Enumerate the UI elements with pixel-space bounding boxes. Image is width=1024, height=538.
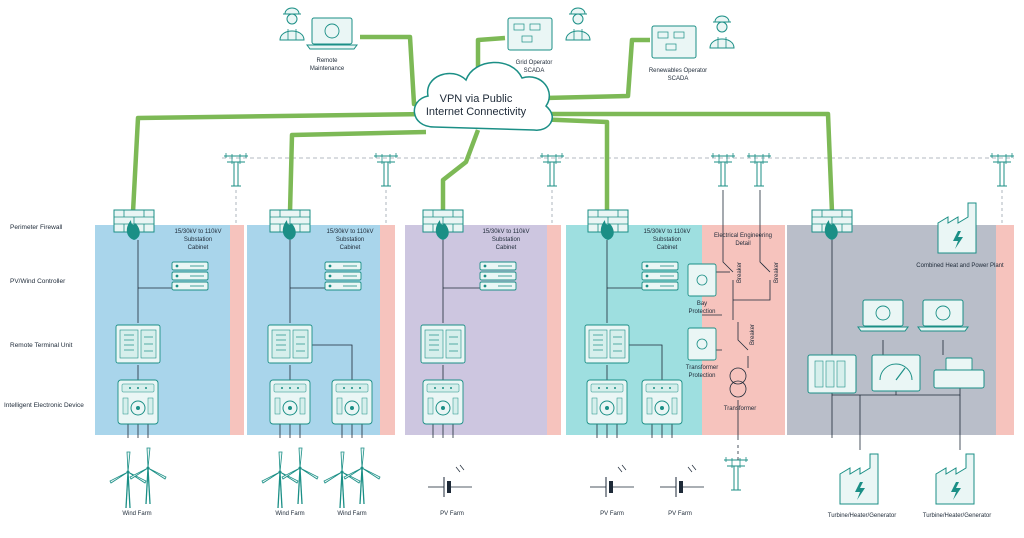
site-label-wind: Wind Farm <box>275 511 304 517</box>
site-label-pv: PV Farm <box>668 511 692 517</box>
bay-label-line2: Protection <box>688 309 715 315</box>
site-label-wind: Wind Farm <box>337 511 366 517</box>
remote-label-line2: Maintenance <box>310 66 345 72</box>
site-label-turbine: Turbine/Heater/Generator <box>923 513 991 519</box>
transformer-protection-relay-icon <box>687 327 717 361</box>
chp-label: Combined Heat and Power Plant <box>916 263 1004 269</box>
transformer-prot-label-line1: Transformer <box>686 365 718 371</box>
ied-icon <box>586 379 628 425</box>
site-label-pv: PV Farm <box>440 511 464 517</box>
server-icon <box>171 261 209 291</box>
grid-op-label-line1: Grid Operator <box>516 60 553 66</box>
generator-plant-icon <box>935 453 975 505</box>
cabinet-label-line1: 15/30kV to 110kV <box>327 229 374 235</box>
grid-op-label-line2: SCADA <box>524 68 545 74</box>
cabinet-label-line1: 15/30kV to 110kV <box>175 229 222 235</box>
scada-screen-icon <box>651 25 697 59</box>
renew-op-label-line1: Renewables Operator <box>649 68 707 74</box>
wind-turbine-icon <box>281 447 319 505</box>
pv-cell-icon <box>427 464 473 498</box>
single-line-diagram <box>702 190 771 460</box>
server-icon <box>324 261 362 291</box>
engineer-icon <box>279 7 305 41</box>
detail-label-line1: Electrical Engineering <box>714 233 772 239</box>
rtu-icon <box>420 324 466 364</box>
cabinet-label-line2: Substation <box>184 237 212 243</box>
rtu-icon <box>115 324 161 364</box>
cabinet-label-line2: Substation <box>336 237 364 243</box>
breaker-label: Breaker <box>737 262 743 283</box>
renew-op-label-line2: SCADA <box>668 76 689 82</box>
gauge-panel-icon <box>871 354 921 392</box>
site-label-turbine: Turbine/Heater/Generator <box>828 513 896 519</box>
scada-screen-icon <box>507 17 553 51</box>
ied-icon <box>269 379 311 425</box>
rtu-icon <box>584 324 630 364</box>
cabinet-label-line3: Cabinet <box>188 245 209 251</box>
laptop-icon <box>857 299 909 332</box>
cloud-label-line1: VPN via Public <box>440 93 513 105</box>
ied-icon <box>422 379 464 425</box>
site-label-wind: Wind Farm <box>122 511 151 517</box>
row-label-controller: PV/Wind Controller <box>10 278 66 285</box>
cabinet-label-line1: 15/30kV to 110kV <box>644 229 691 235</box>
panel-chp-strip <box>996 225 1014 435</box>
panel-wind-2-strip <box>380 225 395 435</box>
cabinet-label-line2: Substation <box>653 237 681 243</box>
engineer-icon <box>709 15 735 49</box>
generator-plant-icon <box>839 453 879 505</box>
engineer-icon <box>565 7 591 41</box>
cabinet-label-line3: Cabinet <box>657 245 678 251</box>
network-switch-icon <box>933 369 985 389</box>
wind-turbine-icon <box>261 451 299 509</box>
row-label-rtu: Remote Terminal Unit <box>10 342 73 349</box>
cabinet-label-line2: Substation <box>492 237 520 243</box>
wind-turbine-icon <box>323 451 361 509</box>
server-icon <box>641 261 679 291</box>
laptop-icon <box>306 17 358 50</box>
cloud-label-line2: Internet Connectivity <box>426 106 527 118</box>
ied-icon <box>331 379 373 425</box>
site-label-pv: PV Farm <box>600 511 624 517</box>
bay-protection-relay-icon <box>687 263 717 297</box>
bay-label-line1: Bay <box>697 301 707 307</box>
detail-label-line2: Detail <box>735 241 750 247</box>
cloud-icon <box>413 61 553 131</box>
transformer-icon <box>729 380 747 398</box>
cabinet-label-line3: Cabinet <box>496 245 517 251</box>
rtu-icon <box>267 324 313 364</box>
pylon-icon <box>723 456 749 491</box>
row-label-firewall: Perimeter Firewall <box>10 224 63 231</box>
cabinet-label-line1: 15/30kV to 110kV <box>483 229 530 235</box>
pv-cell-icon <box>659 464 705 498</box>
pv-cell-icon <box>589 464 635 498</box>
server-icon <box>479 261 517 291</box>
wind-turbine-icon <box>109 451 147 509</box>
ied-icon <box>117 379 159 425</box>
chp-plant-icon <box>937 202 977 254</box>
wind-turbine-icon <box>343 447 381 505</box>
transformer-prot-label-line2: Protection <box>688 373 715 379</box>
cabinet-label-line3: Cabinet <box>340 245 361 251</box>
breaker-label: Breaker <box>774 262 780 283</box>
wind-turbine-icon <box>129 447 167 505</box>
panel-pv-1-strip <box>547 225 561 435</box>
transformer-label: Transformer <box>724 406 756 412</box>
row-label-ied: Intelligent Electronic Device <box>4 402 84 409</box>
panel-wind-1 <box>95 225 230 435</box>
laptop-icon <box>917 299 969 332</box>
ied-icon <box>641 379 683 425</box>
panel-wind-1-strip <box>230 225 244 435</box>
breaker-label: Breaker <box>750 324 756 345</box>
remote-label-line1: Remote <box>316 58 338 64</box>
